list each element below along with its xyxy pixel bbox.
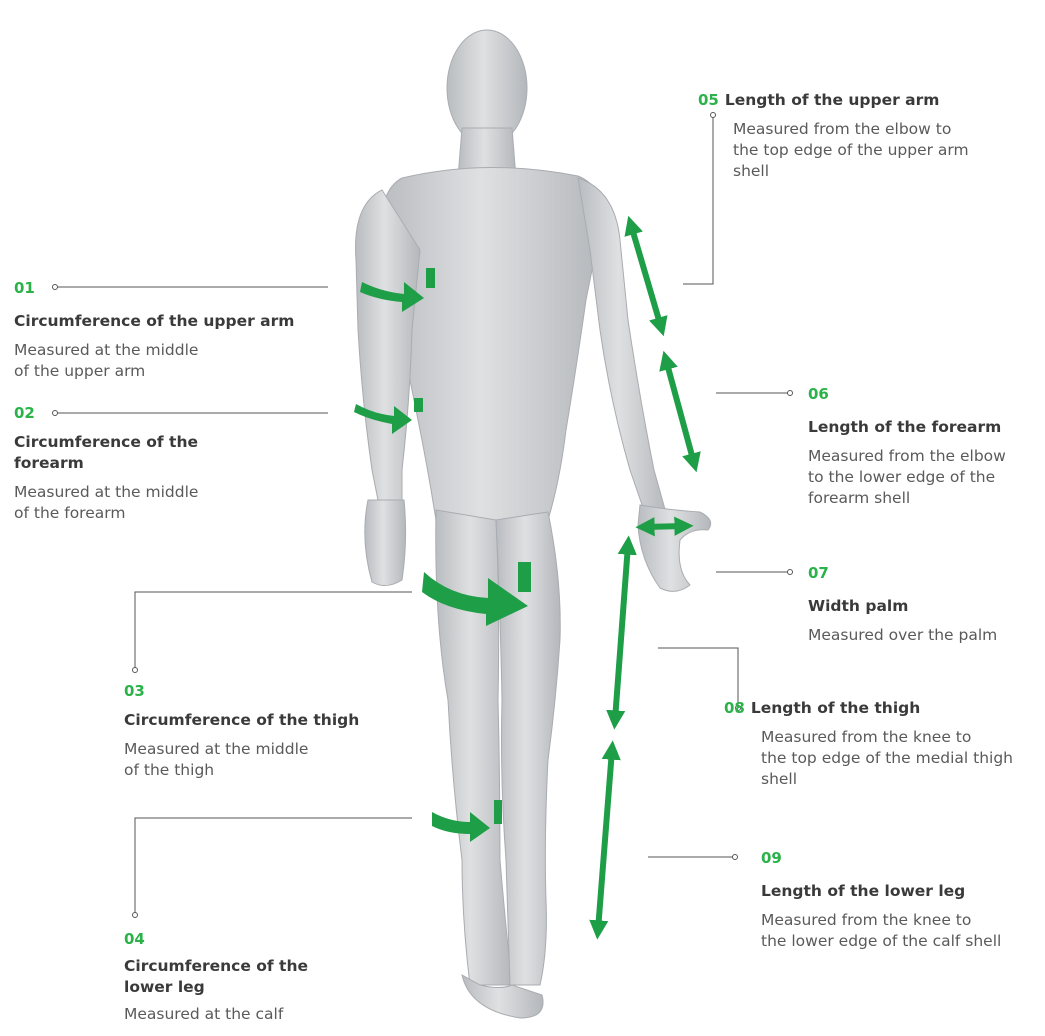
leader-line-03 <box>135 592 412 670</box>
number-08: 08 <box>724 699 745 717</box>
label-03: 03 Circumference of the thigh Measured a… <box>124 682 444 781</box>
title-07: Width palm <box>808 596 1038 617</box>
desc-06: Measured from the elbow to the lower edg… <box>808 446 1038 509</box>
desc-07: Measured over the palm <box>808 625 1038 646</box>
label-01: 01 Circumference of the upper arm Measur… <box>14 279 334 382</box>
desc-09: Measured from the knee to the lower edge… <box>761 910 1041 952</box>
desc-02: Measured at the middle of the forearm <box>14 482 214 524</box>
title-08: Length of the thigh <box>751 699 920 717</box>
number-04: 04 <box>124 930 344 948</box>
arrow-forearm-length <box>666 360 694 463</box>
number-09: 09 <box>761 849 1041 867</box>
label-05: 05 Length of the upper arm Measured from … <box>698 90 1028 182</box>
label-02: 02 Circumference of the forearm Measured… <box>14 404 214 524</box>
number-05: 05 <box>698 91 719 109</box>
number-01: 01 <box>14 279 334 297</box>
title-03: Circumference of the thigh <box>124 710 444 731</box>
arrow-thigh-length <box>615 545 628 720</box>
title-06: Length of the forearm <box>808 417 1038 438</box>
leader-line-04 <box>135 818 412 915</box>
arrow-palm-width <box>645 526 684 527</box>
desc-04: Measured at the calf <box>124 1004 344 1025</box>
desc-01: Measured at the middle of the upper arm <box>14 340 334 382</box>
title-01: Circumference of the upper arm <box>14 311 334 332</box>
desc-03: Measured at the middle of the thigh <box>124 739 444 781</box>
number-06: 06 <box>808 385 1038 403</box>
title-04: Circumference of the lower leg <box>124 956 344 998</box>
desc-08: Measured from the knee to the top edge o… <box>761 727 1039 790</box>
desc-05: Measured from the elbow to the top edge … <box>733 119 1028 182</box>
arrow-upper-arm-length <box>631 225 661 327</box>
number-03: 03 <box>124 682 444 700</box>
label-04: 04 Circumference of the lower leg Measur… <box>124 930 344 1025</box>
arrow-lower-leg-length <box>598 750 612 930</box>
title-09: Length of the lower leg <box>761 881 1041 902</box>
number-02: 02 <box>14 404 214 422</box>
title-02: Circumference of the forearm <box>14 432 214 474</box>
label-09: 09 Length of the lower leg Measured from… <box>761 849 1041 952</box>
label-06: 06 Length of the forearm Measured from t… <box>808 385 1038 509</box>
title-05: Length of the upper arm <box>725 91 940 109</box>
number-07: 07 <box>808 564 1038 582</box>
label-08: 08 Length of the thigh Measured from the … <box>724 698 1039 790</box>
label-07: 07 Width palm Measured over the palm <box>808 564 1038 646</box>
